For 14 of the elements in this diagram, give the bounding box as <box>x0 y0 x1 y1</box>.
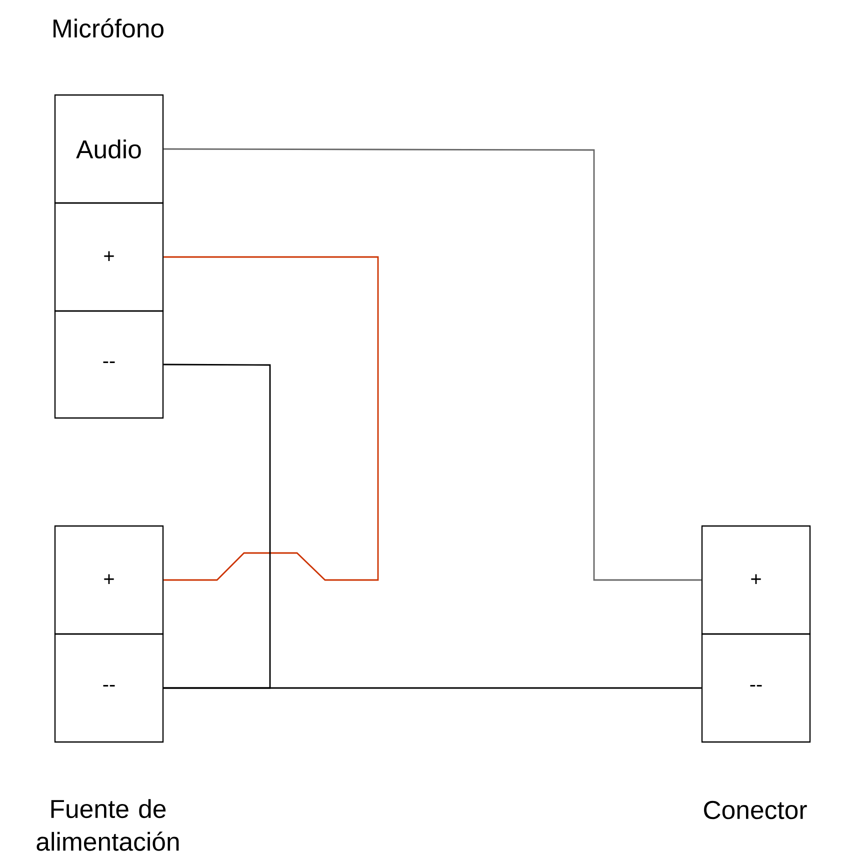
wire <box>164 148 702 581</box>
terminal-box: -- <box>54 310 164 419</box>
terminal-box: + <box>54 525 164 635</box>
group-label: Micrófono <box>54 18 164 38</box>
terminal-box: + <box>701 525 811 635</box>
terminal-box: -- <box>701 633 811 743</box>
terminal-box: + <box>54 202 164 312</box>
wire <box>164 364 271 689</box>
group-label: Conector <box>704 800 807 820</box>
terminal-box: Audio <box>54 94 164 204</box>
group-label: Fuente de alimentación <box>36 799 179 851</box>
terminal-box: -- <box>54 633 164 743</box>
wire <box>164 687 702 689</box>
wire <box>164 256 379 581</box>
